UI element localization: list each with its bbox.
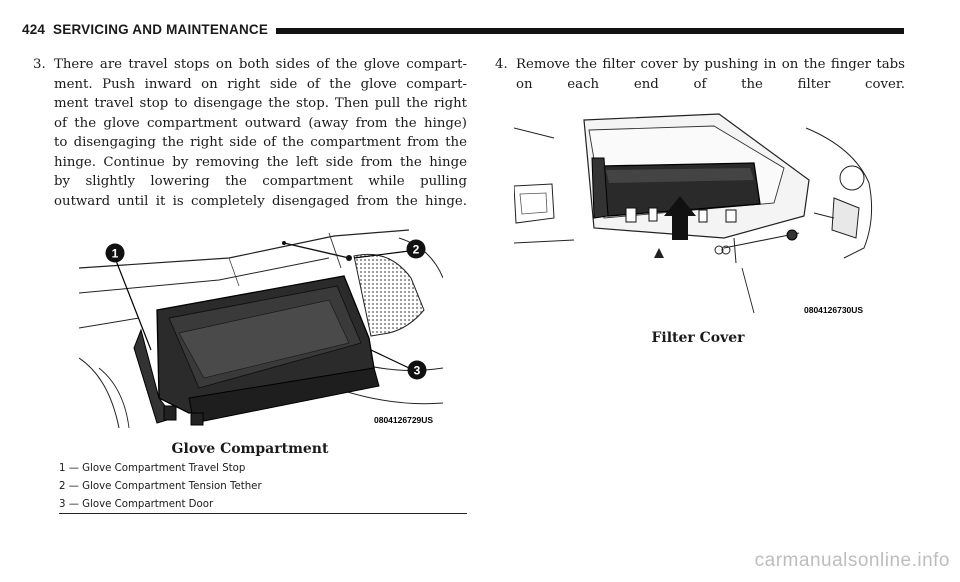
section-title: SERVICING AND MAINTENANCE [53, 22, 269, 37]
legend-divider [59, 513, 467, 514]
figure-1-caption: Glove Compartment [171, 441, 329, 457]
figure-1-legend: 1 — Glove Compartment Travel Stop 2 — Gl… [59, 460, 467, 514]
figure-2-caption: Filter Cover [651, 330, 745, 346]
header-rule [22, 28, 904, 34]
figure-2-part-number: 0804126730US [804, 305, 863, 315]
callout-2: 2 [406, 239, 426, 259]
step-3-line: There are travel stops on both sides of … [54, 57, 467, 72]
watermark: carmanualsonline.info [754, 550, 950, 571]
filter-cover-figure: 0804126730US [514, 108, 882, 318]
figure-1-part-number: 0804126729US [374, 415, 433, 425]
glove-compartment-illustration: 1 2 3 0804126729US [79, 229, 443, 428]
step-3-line: to disengaging the right side of the com… [54, 135, 467, 150]
step-3-text: There are travel stops on both sides of … [54, 55, 467, 211]
glove-compartment-figure: 1 2 3 0804126729US [79, 218, 443, 428]
filter-cover-illustration: 0804126730US [514, 113, 873, 315]
step-3-line: ment travel stop to disengage the stop. … [54, 96, 467, 111]
step-3-line: ment. Push inward on right side of the g… [54, 76, 467, 92]
step-4-line: on each end of the filter cover. [516, 76, 905, 92]
legend-item: 3 — Glove Compartment Door [59, 499, 214, 510]
header-text: 424 SERVICING AND MAINTENANCE [22, 22, 277, 37]
step-4-number: 4. [495, 57, 508, 72]
svg-text:2: 2 [413, 243, 420, 257]
step-3-line: outward until it is completely disengage… [54, 193, 467, 209]
step-4-text: Remove the filter cover by pushing in on… [516, 55, 905, 94]
page-header: 424 SERVICING AND MAINTENANCE [22, 22, 904, 40]
step-3-line: of the glove compartment outward (away f… [54, 115, 467, 131]
callout-1: 1 [105, 243, 125, 263]
callout-3: 3 [407, 360, 427, 380]
step-3-line: by slightly lowering the compartment whi… [54, 174, 467, 189]
legend-item: 2 — Glove Compartment Tension Tether [59, 481, 262, 492]
step-3: 3. There are travel stops on both sides … [33, 55, 467, 209]
legend-item: 1 — Glove Compartment Travel Stop [59, 463, 246, 474]
step-3-line: hinge. Continue by removing the left sid… [54, 154, 467, 170]
svg-text:3: 3 [414, 364, 421, 378]
step-4-line: Remove the filter cover by pushing in on… [516, 57, 905, 72]
step-4: 4. Remove the filter cover by pushing in… [495, 55, 905, 95]
page-number: 424 [22, 22, 46, 37]
step-3-number: 3. [33, 57, 46, 72]
svg-text:1: 1 [112, 247, 119, 261]
